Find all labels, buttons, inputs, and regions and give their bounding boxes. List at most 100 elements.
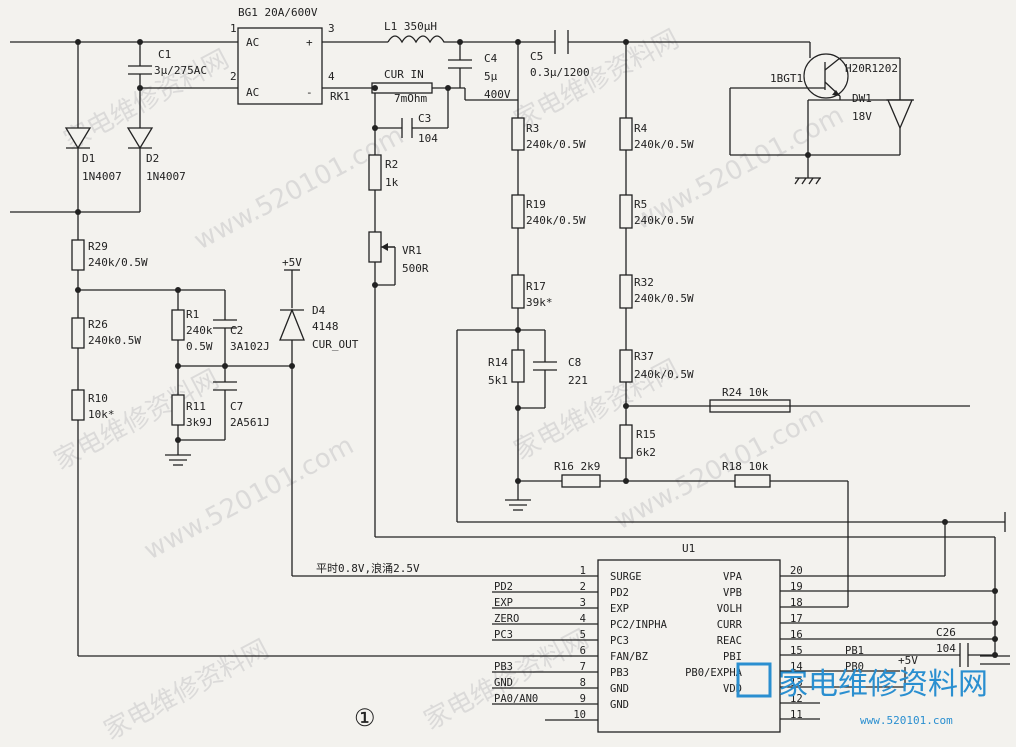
- label-bg1-pin2: 2: [230, 70, 237, 83]
- resistor-r10: [71, 389, 85, 421]
- label-vr1-val: 500R: [402, 262, 429, 275]
- ic-pin-number: 7: [580, 661, 586, 673]
- resistor-r19: [511, 194, 525, 229]
- label-r18: R18 10k: [722, 460, 769, 473]
- label-c26: C26: [936, 626, 956, 639]
- logo-sub: www.520101.com: [860, 714, 953, 727]
- resistor-r37: [619, 349, 633, 383]
- label-c4: C4: [484, 52, 498, 65]
- labels: BG1 20A/600V 1 2 3 4 AC AC + - RK1 C1 3μ…: [82, 6, 956, 732]
- zener-dw1: [886, 99, 914, 130]
- label-r5-val: 240k/0.5W: [634, 214, 694, 227]
- ic-pin-number: 20: [790, 565, 803, 577]
- label-d1: D1: [82, 152, 95, 165]
- ic-pin-name: CURR: [717, 619, 743, 631]
- label-annotation: 平时0.8V,浪涌2.5V: [316, 561, 420, 575]
- label-plus5v-b: +5V: [898, 654, 918, 667]
- label-c3: C3: [418, 112, 431, 125]
- ic-pin-name: PC2/INPHA: [610, 619, 668, 631]
- diode-d2: [126, 127, 154, 150]
- ic-pin-name: FAN/BZ: [610, 651, 648, 663]
- net-label: PB1: [845, 645, 864, 657]
- label-r10-val: 10k*: [88, 408, 115, 421]
- ic-pin-number: 10: [573, 709, 586, 721]
- resistor-r17: [511, 274, 525, 309]
- ic-pin-name: PB0/EXPHA: [685, 667, 743, 679]
- label-c5-val: 0.3μ/1200: [530, 66, 590, 79]
- capacitor-c5: [554, 30, 569, 54]
- label-r19-val: 240k/0.5W: [526, 214, 586, 227]
- ic-pin-number: 17: [790, 613, 803, 625]
- label-r37: R37: [634, 350, 654, 363]
- ic-pin-number: 14: [790, 661, 803, 673]
- label-igbt-val: H20R1202: [845, 62, 898, 75]
- ic-pin-number: 2: [580, 581, 586, 593]
- label-r11-val: 3k9J: [186, 416, 213, 429]
- label-r10: R10: [88, 392, 108, 405]
- capacitor-c7: [213, 381, 237, 391]
- resistor-r15: [619, 424, 633, 459]
- ic-pin-number: 4: [580, 613, 586, 625]
- ic-pin-name: PD2: [610, 587, 629, 599]
- label-r17: R17: [526, 280, 546, 293]
- watermark-url: www.520101.com: [139, 430, 359, 566]
- label-c4-val: 5μ: [484, 70, 498, 83]
- resistor-r2: [368, 154, 382, 191]
- ground-symbol: [794, 177, 821, 185]
- watermark-cn: 家电维修资料网: [509, 24, 684, 136]
- net-label: PB0: [845, 661, 864, 673]
- net-label: PD2: [494, 581, 513, 593]
- ic-pin-name: VPA: [723, 571, 743, 583]
- label-d4-val: 4148: [312, 320, 339, 333]
- watermark-url: www.520101.com: [609, 400, 829, 536]
- ic-pin-name: VPB: [723, 587, 742, 599]
- ic-pin-name: PC3: [610, 635, 629, 647]
- ic-pin-name: EXP: [610, 603, 629, 615]
- label-r11: R11: [186, 400, 206, 413]
- ic-pin-number: 15: [790, 645, 803, 657]
- label-cur-in-val: 7mOhm: [394, 92, 427, 105]
- net-label: PC3: [494, 629, 513, 641]
- ic-pin-number: 18: [790, 597, 803, 609]
- label-r15: R15: [636, 428, 656, 441]
- label-r26: R26: [88, 318, 108, 331]
- ic-pin-name: GND: [610, 699, 629, 711]
- ground-symbol: [165, 454, 191, 466]
- resistor-r16: [561, 474, 601, 488]
- label-r2-val: 1k: [385, 176, 399, 189]
- label-r32-val: 240k/0.5W: [634, 292, 694, 305]
- label-bg1-ac1: AC: [246, 36, 259, 49]
- junction-dots: [75, 39, 998, 658]
- label-cur-out: CUR_OUT: [312, 338, 359, 351]
- ic-pin-number: 8: [580, 677, 586, 689]
- resistor-r14: [511, 349, 525, 383]
- resistor-r26: [71, 317, 85, 349]
- ic-pin-number: 9: [580, 693, 586, 705]
- resistor-r11: [171, 394, 185, 426]
- label-r5: R5: [634, 198, 647, 211]
- label-r32: R32: [634, 276, 654, 289]
- ic-pin-number: 16: [790, 629, 803, 641]
- label-d1-val: 1N4007: [82, 170, 122, 183]
- figure-number: ①: [354, 704, 376, 732]
- label-r1-val2: 0.5W: [186, 340, 213, 353]
- pot-vr1: [368, 231, 395, 263]
- ic-pin-number: 6: [580, 645, 586, 657]
- resistor-r29: [71, 239, 85, 271]
- capacitor-c1: [128, 65, 152, 75]
- label-d4: D4: [312, 304, 326, 317]
- ic-pin-number: 13: [790, 677, 803, 689]
- label-r3: R3: [526, 122, 539, 135]
- label-c5: C5: [530, 50, 543, 63]
- label-r15-val: 6k2: [636, 446, 656, 459]
- label-igbt: 1BGT1: [770, 72, 803, 85]
- label-vr1: VR1: [402, 244, 422, 257]
- ic-pin-number: 19: [790, 581, 803, 593]
- ic-pin-name: VOLH: [717, 603, 742, 615]
- label-d2-val: 1N4007: [146, 170, 186, 183]
- label-r4: R4: [634, 122, 648, 135]
- label-rk1: RK1: [330, 90, 350, 103]
- label-bg1-ac2: AC: [246, 86, 259, 99]
